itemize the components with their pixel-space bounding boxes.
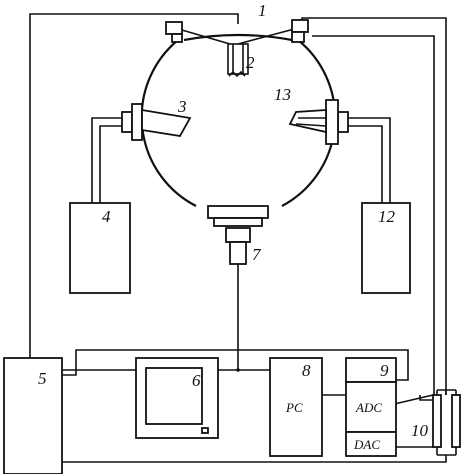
monitor-button (201, 427, 209, 434)
chamber-arc-top (183, 33, 293, 42)
junction-dot (236, 368, 240, 372)
block-8-pc (269, 357, 323, 457)
flange-1-right-low (291, 31, 305, 43)
label-pc: PC (285, 400, 303, 415)
block-4 (69, 202, 131, 294)
wire-adc-to-10 (389, 394, 434, 406)
sample-13 (288, 109, 327, 134)
divider-10 (432, 389, 461, 456)
detector-7 (225, 227, 251, 265)
flange-1-left (165, 21, 183, 35)
label-7: 7 (252, 245, 262, 264)
wire-5-bottom (62, 455, 447, 463)
block-5 (3, 357, 63, 474)
label-9: 9 (380, 361, 389, 380)
port-3 (121, 103, 192, 141)
wire-3-to-4-inner (99, 125, 128, 203)
wire-5-to-1 (29, 13, 239, 360)
sample-3 (141, 108, 192, 137)
label-12: 12 (378, 207, 396, 226)
flange-1-right (291, 19, 309, 33)
label-dac: DAC (353, 437, 380, 452)
label-adc: ADC (355, 400, 382, 415)
filament-2 (227, 43, 249, 78)
monitor-screen (145, 367, 203, 425)
monitor-6 (135, 357, 219, 439)
label-8: 8 (302, 361, 311, 380)
block-12 (361, 202, 411, 294)
label-5: 5 (38, 369, 47, 388)
label-2: 2 (246, 53, 255, 72)
flange-1-left-low (171, 33, 183, 43)
wire-13-to-12-inner (346, 125, 383, 203)
wire-5-to-9 (60, 349, 409, 381)
filament-holder (227, 43, 249, 75)
label-3: 3 (177, 97, 187, 116)
wire-3-to-4-outer (91, 117, 128, 203)
label-10: 10 (411, 421, 429, 440)
port-13 (288, 99, 349, 145)
wire-13-to-12-outer (346, 117, 391, 203)
label-4: 4 (102, 207, 111, 226)
wire-filament-left (174, 27, 231, 45)
block-9 (345, 357, 397, 457)
label-13: 13 (274, 85, 291, 104)
label-6: 6 (192, 371, 201, 390)
label-1: 1 (258, 1, 267, 20)
bottom-flange (207, 205, 269, 227)
vacuum-chamber (121, 19, 349, 227)
